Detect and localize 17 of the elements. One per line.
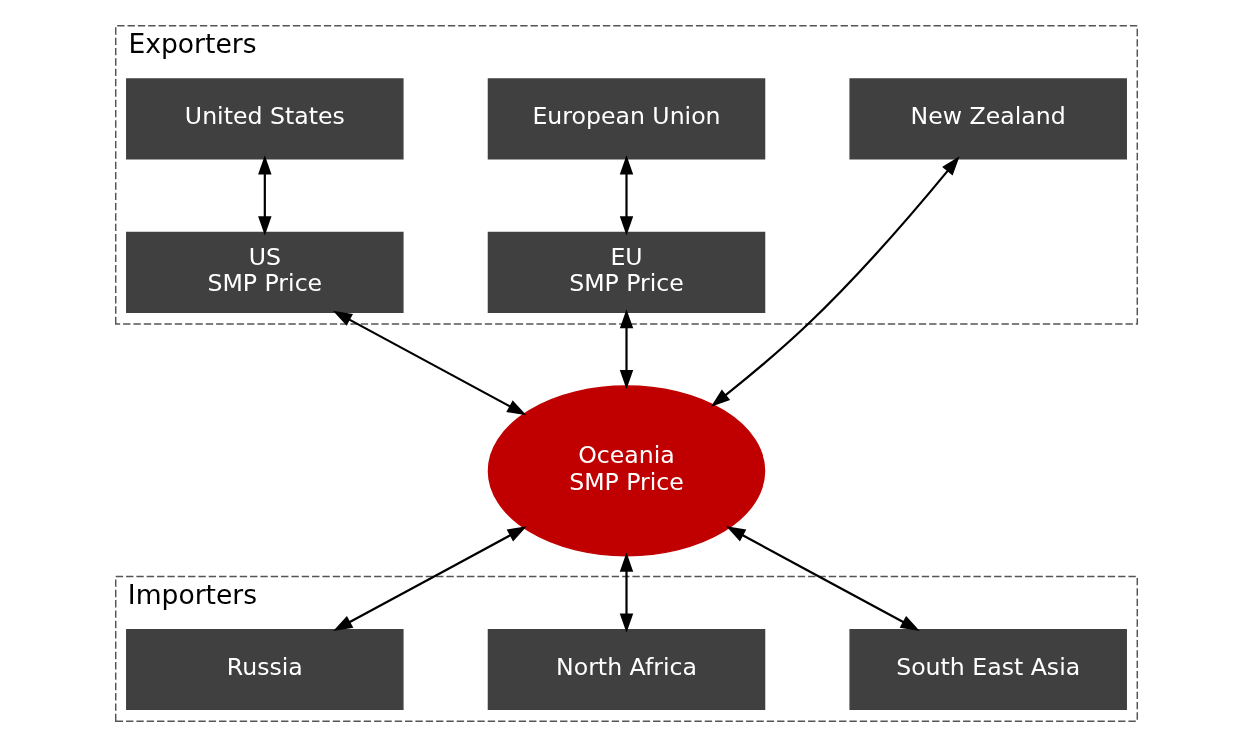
node-ellipse: Oceania SMP Price xyxy=(487,385,765,557)
arrow xyxy=(619,155,633,236)
arrow xyxy=(332,526,527,631)
node-box: South East Asia xyxy=(848,628,1127,711)
arrow xyxy=(619,552,633,633)
node-box: New Zealand xyxy=(848,78,1127,160)
node-box: European Union xyxy=(487,78,765,160)
node-box: EU SMP Price xyxy=(487,231,765,313)
arrow xyxy=(257,155,272,236)
node-box: Russia xyxy=(125,628,404,711)
node-box: North Africa xyxy=(487,628,765,711)
arrow xyxy=(619,309,633,390)
arrow xyxy=(710,156,960,407)
arrow xyxy=(725,526,920,631)
node-box: US SMP Price xyxy=(125,231,404,313)
node-box: United States xyxy=(125,78,404,160)
arrow xyxy=(332,310,526,416)
